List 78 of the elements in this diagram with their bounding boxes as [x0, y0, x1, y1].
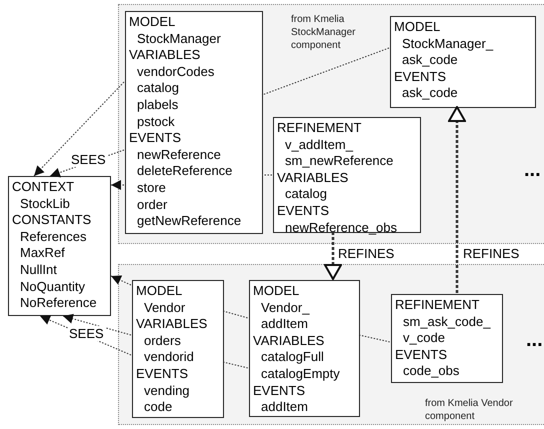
box-text: References — [19, 228, 86, 246]
dotted-line — [262, 48, 390, 96]
box-text: code_obs — [402, 363, 460, 380]
box-text: sm_ask_code_ v_code — [402, 314, 490, 347]
box-text: vending — [143, 382, 190, 400]
dotted-arrow — [110, 180, 124, 190]
component-group — [118, 264, 544, 425]
box-text: vendorCodes — [136, 64, 214, 80]
box-text: CONSTANTS — [12, 212, 92, 229]
box-text: StockManager — [136, 30, 221, 48]
edge-label: REFINES — [337, 246, 396, 261]
box-text: MODEL — [129, 14, 176, 31]
box-text: catalog — [284, 186, 327, 203]
box-text: StockManager_ ask_code — [401, 36, 494, 69]
box-text: addItem — [260, 399, 308, 416]
box-text: EVENTS — [136, 366, 188, 383]
text-box — [273, 117, 421, 233]
box-text: deleteReference — [136, 163, 232, 180]
group-caption: from Kmelia StockManager component — [291, 13, 356, 52]
text-box — [132, 280, 224, 418]
box-text: EVENTS — [253, 382, 306, 400]
dotted-line — [222, 310, 248, 318]
box-text: REFINEMENT — [277, 120, 362, 137]
box-text: EVENTS — [395, 346, 448, 364]
box-text: order — [136, 196, 168, 214]
box-text: catalog — [136, 80, 179, 97]
box-text: NoReference — [19, 295, 97, 312]
component-group — [118, 4, 544, 244]
box-text: CONTEXT — [12, 179, 74, 196]
text-box — [249, 280, 360, 417]
box-text: REFINEMENT — [395, 297, 480, 314]
box-text: MODEL — [394, 19, 440, 36]
box-text: NullInt — [19, 262, 57, 279]
text-box — [391, 294, 503, 383]
dotted-line — [262, 174, 272, 176]
box-text: EVENTS — [277, 202, 330, 220]
box-text: v_addItem_ sm_newReference — [284, 136, 394, 170]
box-text: MaxRef — [19, 245, 65, 262]
box-text: catalogEmpty — [260, 366, 340, 383]
box-text: StockLib — [19, 196, 70, 212]
box-text: plabels — [136, 96, 178, 114]
box-text: EVENTS — [394, 68, 446, 86]
edge-label: SEES — [70, 152, 107, 167]
edge-label: SEES — [68, 326, 105, 341]
box-text: NoQuantity — [19, 278, 86, 296]
box-text: code — [143, 399, 172, 416]
box-text: Vendor — [143, 300, 186, 316]
box-text: vendorid — [143, 349, 194, 366]
box-text: catalogFull — [260, 349, 324, 366]
ellipsis: ... — [524, 160, 541, 180]
text-box — [8, 176, 111, 316]
box-text: VARIABLES — [277, 170, 348, 186]
refines-arrow — [324, 232, 342, 280]
box-text: ask_code — [401, 85, 458, 102]
dotted-arrow — [34, 82, 124, 176]
dotted-line — [358, 334, 390, 342]
ellipsis: ... — [526, 330, 543, 350]
box-text: VARIABLES — [136, 316, 208, 333]
box-text: VARIABLES — [129, 47, 200, 64]
box-text: newReference_obs — [284, 220, 398, 236]
text-box — [125, 11, 263, 234]
dotted-arrow — [62, 314, 132, 336]
text-box — [390, 16, 536, 108]
edge-label: REFINES — [462, 246, 520, 261]
dotted-line — [222, 362, 248, 368]
box-text: Vendor_ addItem — [260, 300, 310, 333]
box-text: MODEL — [136, 283, 182, 300]
box-text: EVENTS — [129, 130, 182, 147]
box-text: orders — [143, 332, 181, 350]
box-text: newReference — [136, 146, 221, 164]
box-text: getNewReference — [136, 213, 242, 230]
box-text: VARIABLES — [253, 332, 324, 350]
group-caption: from Kmelia Vendor component — [425, 397, 514, 423]
refines-arrow — [448, 106, 466, 293]
box-text: pstock — [136, 114, 175, 130]
dotted-arrow — [110, 276, 132, 286]
box-text: MODEL — [253, 283, 300, 300]
box-text: store — [136, 180, 166, 197]
